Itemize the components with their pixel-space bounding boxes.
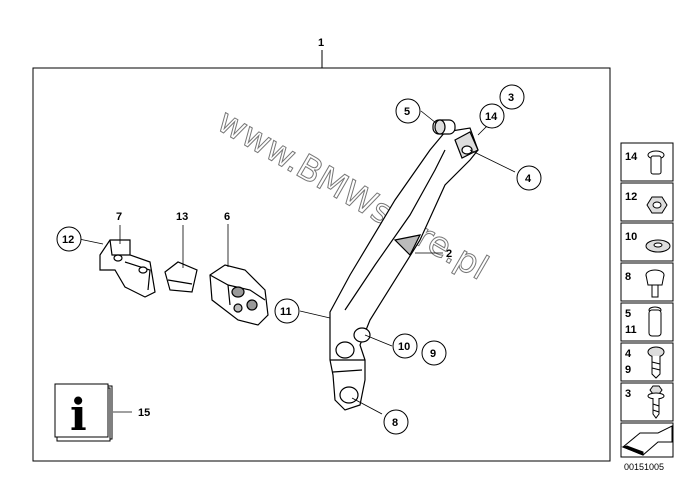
legend-label-12: 12	[625, 191, 637, 203]
callout-5-text: 5	[404, 106, 410, 118]
clamp-part	[99, 239, 156, 298]
image-code: 00151005	[624, 462, 664, 472]
callout-13-text: 13	[176, 211, 188, 223]
callout-8	[383, 409, 409, 435]
legend-label-10: 10	[625, 231, 637, 243]
screw-icon	[647, 346, 665, 379]
rubber-buffer-icon	[645, 269, 665, 298]
bolt-icon	[647, 385, 665, 419]
legend-panel	[620, 142, 674, 458]
bracket-part	[329, 127, 479, 411]
nut-icon	[646, 196, 668, 214]
callout-14-text: 14	[485, 111, 498, 123]
holder-part	[209, 264, 269, 326]
callout-4	[516, 165, 542, 191]
callout-3-text: 3	[508, 92, 514, 104]
leader-lines	[78, 109, 516, 415]
legend-label-9: 9	[625, 364, 631, 376]
callouts	[56, 84, 542, 435]
callout-7-text: 7	[116, 211, 122, 223]
callout-9-text: 9	[430, 348, 436, 360]
legend-label-8: 8	[625, 271, 631, 283]
callout-8-text: 8	[392, 417, 398, 429]
legend-label-11: 11	[625, 324, 637, 336]
legend-label-14: 14	[625, 151, 638, 163]
callout-3	[499, 84, 525, 110]
callout-10	[392, 333, 418, 359]
pin-icon	[648, 306, 662, 337]
callout-2-text: 2	[446, 248, 452, 260]
info-book-icon: i	[54, 383, 113, 442]
callout-14	[479, 103, 505, 129]
callout-11-text: 11	[280, 306, 292, 318]
callout-12-text: 12	[62, 234, 74, 246]
callout-5	[395, 98, 421, 124]
title-number: 1	[318, 37, 324, 49]
callout-11	[274, 298, 300, 324]
pad-part	[164, 261, 198, 293]
rivet-icon	[647, 150, 665, 175]
pin-part	[432, 119, 456, 135]
callout-12	[56, 226, 82, 252]
legend-label-4: 4	[625, 348, 632, 360]
callout-9	[421, 340, 447, 366]
svg-text:i: i	[70, 390, 87, 441]
washer-icon	[645, 239, 671, 253]
callout-4-text: 4	[525, 173, 532, 185]
callout-6-text: 6	[224, 211, 230, 223]
callout-15-text: 15	[138, 407, 150, 419]
legend-label-5: 5	[625, 308, 631, 320]
arrow-symbol-icon	[621, 425, 673, 456]
legend-label-3: 3	[625, 388, 631, 400]
callout-10-text: 10	[398, 341, 410, 353]
